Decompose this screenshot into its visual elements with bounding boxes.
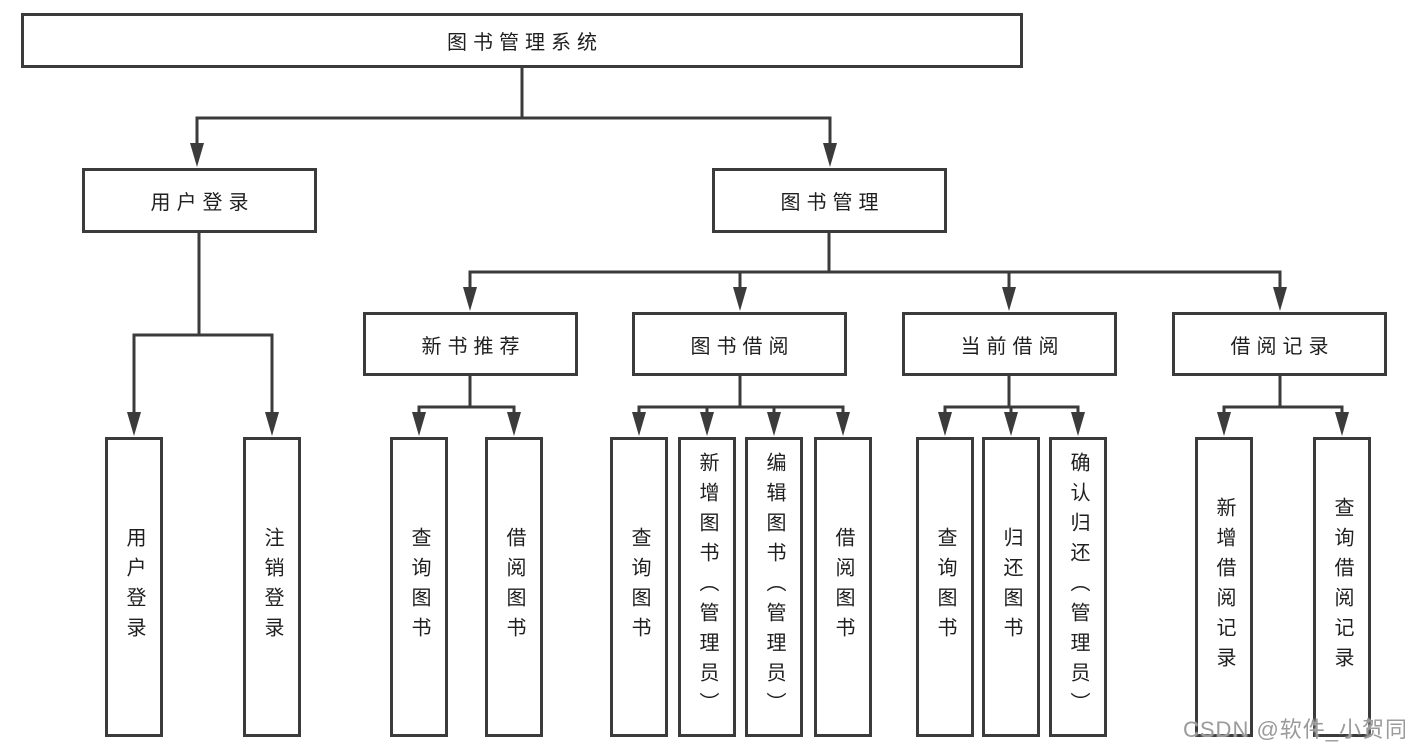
node-label: 新增图书（管理员） [696, 452, 718, 722]
node-label: 借阅图书 [832, 527, 854, 647]
node-label: 用户登录 [150, 192, 255, 214]
node-label: 图书管理系统 [447, 32, 603, 54]
leaf-confirm-return-admin: 确认归还（管理员） [1049, 437, 1107, 737]
leaf-query-borrow-record: 查询借阅记录 [1313, 437, 1371, 737]
node-label: 注销登录 [261, 527, 283, 647]
node-library-management-system: 图书管理系统 [21, 13, 1023, 68]
leaf-query-books-borrow: 查询图书 [610, 437, 668, 737]
leaf-add-borrow-record: 新增借阅记录 [1195, 437, 1253, 737]
node-label: 借阅图书 [503, 527, 525, 647]
node-new-book-recommend: 新书推荐 [363, 312, 578, 376]
node-label: 查询图书 [408, 527, 430, 647]
node-label: 借阅记录 [1230, 335, 1335, 358]
node-label: 编辑图书（管理员） [763, 452, 785, 722]
leaf-query-books-recommend: 查询图书 [390, 437, 448, 737]
leaf-add-book-admin: 新增图书（管理员） [678, 437, 736, 737]
node-book-borrowing: 图书借阅 [632, 312, 847, 376]
leaf-edit-book-admin: 编辑图书（管理员） [745, 437, 803, 737]
node-label: 新书推荐 [421, 335, 526, 358]
node-label: 用户登录 [123, 527, 145, 647]
leaf-query-books-current: 查询图书 [916, 437, 974, 737]
leaf-borrow-books: 借阅图书 [814, 437, 872, 737]
node-label: 确认归还（管理员） [1067, 452, 1089, 722]
node-label: 当前借阅 [960, 335, 1065, 358]
node-borrowing-records: 借阅记录 [1172, 312, 1387, 376]
node-label: 查询图书 [934, 527, 956, 647]
node-user-login: 用户登录 [82, 168, 317, 233]
node-label: 新增借阅记录 [1213, 497, 1235, 677]
csdn-watermark: CSDN @软件_小贺同学 [1183, 717, 1405, 742]
leaf-user-login: 用户登录 [105, 437, 163, 737]
node-label: 图书借阅 [690, 335, 795, 358]
leaf-logout: 注销登录 [243, 437, 301, 737]
leaf-return-book: 归还图书 [982, 437, 1040, 737]
node-label: 归还图书 [1000, 527, 1022, 647]
node-label: 查询图书 [628, 527, 650, 647]
node-label: 查询借阅记录 [1331, 497, 1353, 677]
leaf-borrow-books-recommend: 借阅图书 [485, 437, 543, 737]
node-book-management: 图书管理 [712, 168, 947, 233]
node-current-borrowing: 当前借阅 [902, 312, 1117, 376]
node-label: 图书管理 [780, 192, 885, 214]
